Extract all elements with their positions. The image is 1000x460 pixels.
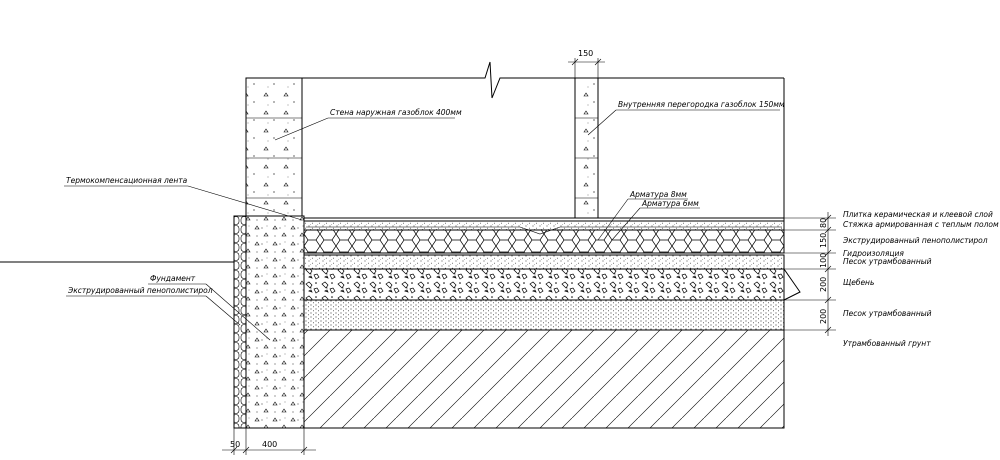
outer-wall-callout: Стена наружная газоблок 400мм (274, 108, 462, 141)
foundation-width-text: 400 (262, 440, 277, 449)
foundation-insulation (233, 215, 247, 429)
compacted-sand-layer-lower (303, 299, 785, 331)
layer-label-insulation: Экструдированный пенополистирол (842, 236, 988, 245)
floor-insulation-layer (303, 229, 785, 254)
layer-labels: Плитка керамическая и клеевой слой Стяжк… (842, 210, 999, 348)
thermal-tape-label: Термокомпенсационная лента (66, 176, 188, 185)
outer-wall-label: Стена наружная газоблок 400мм (330, 108, 462, 117)
layer-label-soil: Утрамбованный грунт (843, 339, 931, 348)
foundation-callout: Фундамент (148, 274, 271, 341)
thickness-screed: 80 (819, 218, 828, 228)
layer-label-gravel: Щебень (843, 278, 874, 287)
layer-thickness-dimensions: 80 150 100 200 200 (784, 212, 836, 336)
foundation-dimensions: 50 400 (222, 428, 316, 455)
thickness-sand-lower: 200 (819, 309, 828, 324)
partition-width-text: 150 (578, 49, 593, 58)
thermal-tape-callout: Термокомпенсационная лента (64, 176, 303, 221)
rebar-6-label: Арматура 6мм (641, 199, 699, 208)
thickness-sand-upper: 100 (819, 253, 828, 268)
gravel-layer (303, 268, 801, 301)
layer-label-tile: Плитка керамическая и клеевой слой (843, 210, 993, 219)
partition-callout: Внутренняя перегородка газоблок 150мм (587, 100, 785, 136)
rebar-callout: Арматура 8мм Арматура 6мм (597, 190, 700, 241)
inner-partition (574, 77, 599, 219)
thickness-insulation: 150 (819, 233, 828, 248)
outer-wall (245, 77, 303, 217)
ceramic-tile-layer (303, 217, 785, 222)
layer-label-sand-upper: Песок утрамбованный (843, 257, 932, 266)
layer-label-sand-lower: Песок утрамбованный (843, 309, 932, 318)
partition-width-dimension: 150 (568, 49, 605, 78)
thickness-gravel: 200 (819, 277, 828, 292)
foundation-label: Фундамент (150, 274, 196, 283)
foundation (245, 215, 305, 429)
compacted-soil-layer (303, 329, 785, 429)
inner-partition-label: Внутренняя перегородка газоблок 150мм (618, 100, 785, 109)
layer-label-waterproofing: Гидроизоляция (843, 249, 904, 258)
foundation-insulation-callout: Экструдированный пенополистирол (66, 286, 241, 326)
foundation-insulation-label: Экструдированный пенополистирол (67, 286, 213, 295)
break-line (302, 61, 575, 99)
rebar-8-label: Арматура 8мм (629, 190, 687, 199)
layer-label-screed: Стяжка армированная с теплым полом (843, 220, 999, 229)
compacted-sand-layer-upper (303, 254, 785, 270)
insulation-width-text: 50 (230, 440, 240, 449)
